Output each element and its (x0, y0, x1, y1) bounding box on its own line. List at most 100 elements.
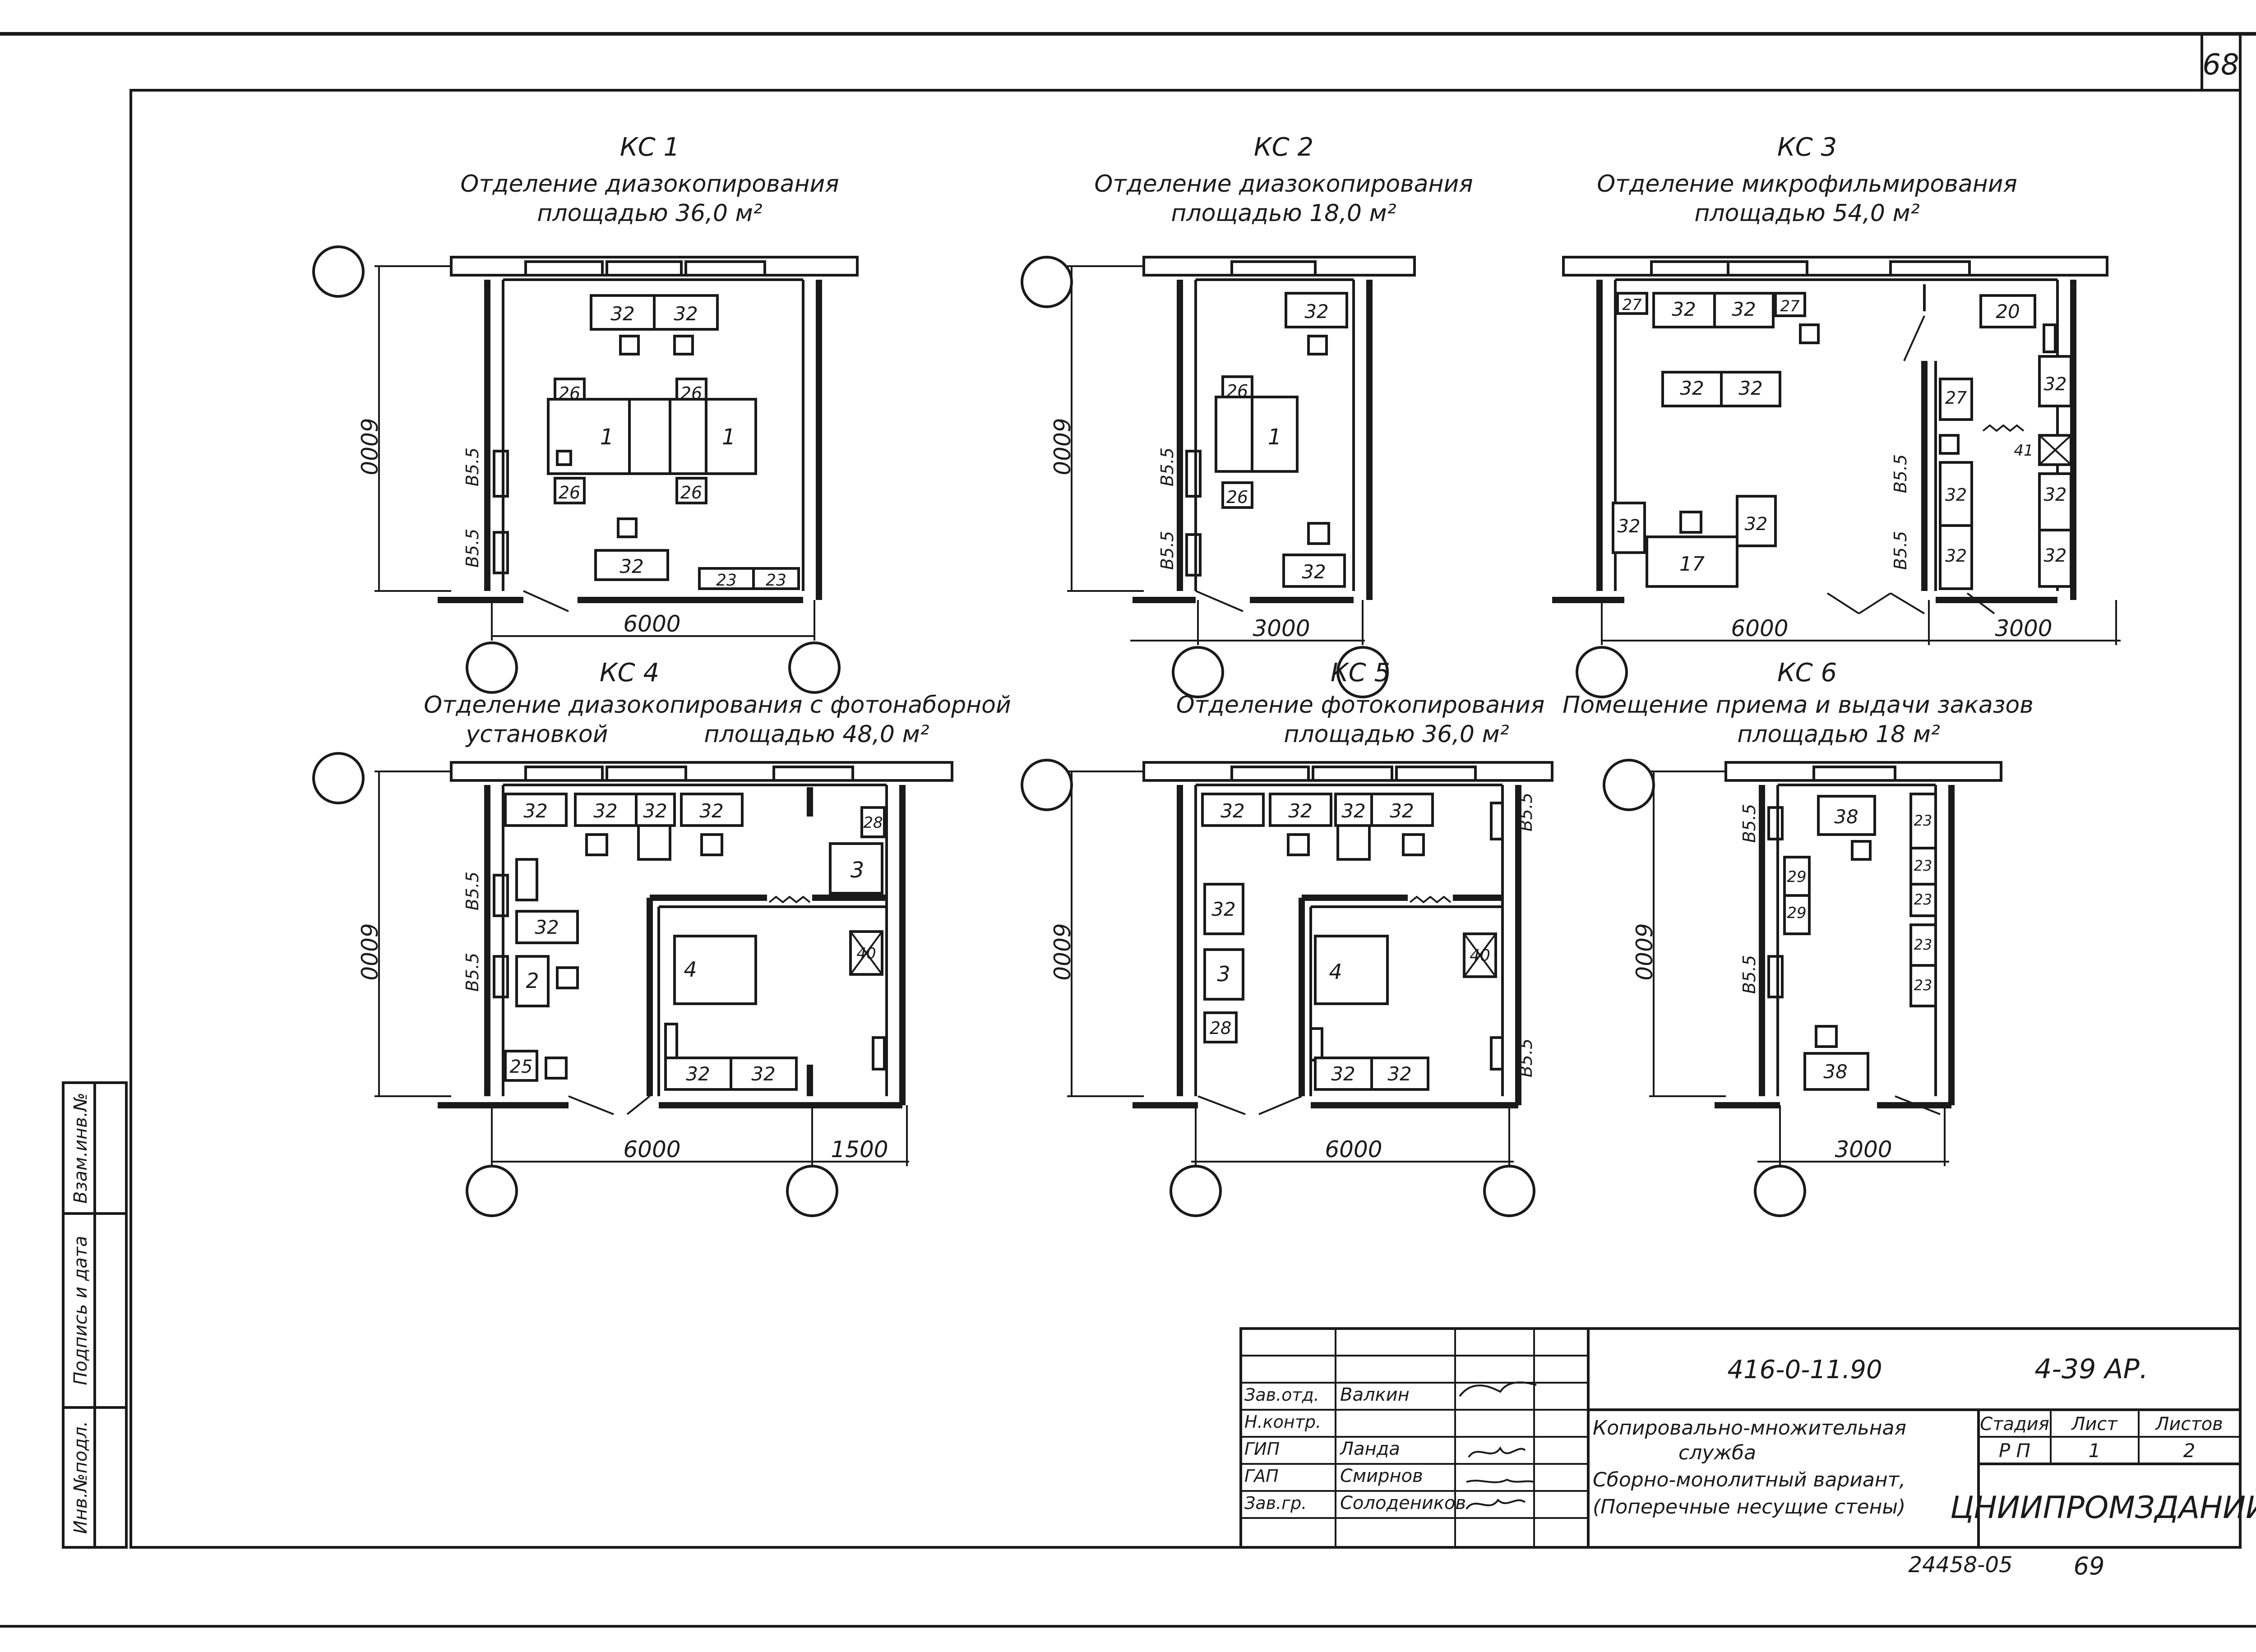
equip-label: 32 (1302, 561, 1326, 583)
plan-code: КС 6 (1777, 658, 1837, 688)
plan-kc1: КС 1 Отделение диазокопирования площадью… (312, 133, 859, 694)
equip-label: 32 (593, 800, 617, 822)
equip-label: 32 (1288, 800, 1312, 822)
room-walls (1715, 761, 2002, 1115)
signatures (1459, 1381, 1537, 1510)
equip-label: 32 (686, 1063, 710, 1085)
equip-label: 29 (1787, 868, 1806, 886)
equip-label: 28 (863, 814, 883, 832)
axis-marker (312, 752, 365, 804)
axis-marker (1172, 646, 1224, 698)
equip-label: 32 (1341, 800, 1365, 822)
dimension-lines (374, 771, 909, 1166)
wall-mark: В5.5 (1516, 793, 1536, 832)
plan-title: Отделение фотокопирования (1176, 692, 1545, 719)
plan-code: КС 4 (600, 658, 659, 688)
sheet-header: Лист (2071, 1414, 2118, 1435)
sheets-header: Листов (2154, 1414, 2223, 1435)
side-stamp (62, 1081, 128, 1549)
equip-label: 20 (1996, 300, 2020, 323)
axis-marker (786, 1165, 838, 1217)
archive-number: 24458-05 (1908, 1552, 2012, 1578)
role-label: ГИП (1244, 1439, 1280, 1459)
equip-label: 32 (1387, 1063, 1411, 1085)
equip-label: 4 (1329, 960, 1342, 984)
equip-label: 28 (1210, 1018, 1231, 1038)
axis-marker (466, 1165, 518, 1217)
equip-label: 26 (680, 483, 702, 503)
equip-label: 32 (1672, 298, 1696, 320)
wall-mark: В5.5 (1157, 448, 1177, 487)
equip-label: 32 (1618, 516, 1641, 537)
equip-label: 32 (2044, 545, 2067, 566)
equip-label: 29 (1787, 904, 1806, 922)
equip-label: 32 (535, 916, 559, 938)
role-name: Смирнов (1340, 1466, 1423, 1486)
plan-area: площадью 54,0 м² (1694, 200, 1919, 227)
wall-mark: В5.5 (1739, 804, 1759, 843)
equip-label: 32 (523, 800, 547, 822)
plan-code: КС 3 (1777, 133, 1837, 162)
dim-height: 6000 (1048, 923, 1074, 980)
equip-label: 38 (1834, 806, 1858, 828)
equip-label: 26 (1226, 487, 1248, 507)
dim-width: 6000 (623, 611, 680, 637)
description-line: Сборно-монолитный вариант, (1593, 1468, 1905, 1491)
equip-label: 32 (1945, 546, 1967, 566)
equip-label: 32 (1680, 377, 1704, 399)
equipment (1612, 292, 2072, 590)
sheet-frame (0, 32, 2256, 1628)
description-line: (Поперечные несущие стены) (1593, 1495, 1905, 1518)
wall-mark: В5.5 (462, 872, 482, 911)
equip-label: 32 (1220, 800, 1244, 822)
role-name: Валкин (1340, 1384, 1410, 1405)
plan-title: Отделение диазокопирования (460, 171, 839, 198)
equip-label: 23 (766, 571, 786, 590)
plan-kc6: КС 6 Помещение приема и выдачи заказов п… (1563, 658, 2034, 1217)
sheet-value: 1 (2089, 1440, 2101, 1462)
equip-label: 32 (1732, 298, 1756, 320)
equip-label: 3 (1217, 962, 1230, 986)
equip-label: 40 (856, 945, 876, 963)
plan-kc3: КС 3 Отделение микрофильмирования площад… (1552, 133, 2121, 698)
equipment (1783, 793, 1937, 1091)
plan-code: КС 1 (620, 133, 680, 162)
equip-label: 32 (1738, 377, 1762, 399)
plan-code: КС 5 (1331, 658, 1390, 688)
dimension-lines (1067, 771, 1514, 1166)
stage-value: Р П (1999, 1440, 2030, 1462)
dimension-lines (1067, 265, 1365, 645)
plan-title: Отделение диазокопирования (1094, 171, 1473, 198)
plan-area: площадью 48,0 м² (704, 721, 929, 748)
equip-label: 32 (1745, 514, 1768, 535)
dimension-lines (1649, 771, 1949, 1166)
dim-width: 1500 (831, 1136, 888, 1163)
equip-label: 23 (1914, 936, 1932, 953)
dim-width: 3000 (1253, 615, 1310, 641)
dim-height: 6000 (1048, 418, 1074, 475)
plan-area: площадью 36,0 м² (1284, 721, 1509, 748)
equip-label: 3 (851, 858, 864, 883)
organization: ЦНИИПРОМЗДАНИЙ (1950, 1490, 2256, 1526)
plan-code: КС 2 (1254, 133, 1313, 162)
equip-label: 38 (1823, 1061, 1847, 1083)
plan-title: Отделение диазокопирования с фотонаборно… (424, 692, 1011, 719)
axis-marker (788, 641, 841, 694)
room-walls (1133, 256, 1416, 612)
plan-title-2: установкой (465, 721, 608, 748)
doc-code: 416-0-11.90 (1727, 1355, 1882, 1384)
plan-title: Отделение микрофильмирования (1597, 171, 2017, 198)
equip-label: 23 (1914, 891, 1932, 908)
equip-label: 27 (1780, 297, 1800, 315)
wall-mark: В5.5 (1739, 955, 1759, 994)
equip-label: 2 (526, 969, 539, 993)
stamp-replace-inv: Взам.инв.№ (70, 1093, 91, 1204)
equip-label: 32 (1390, 800, 1414, 822)
axis-marker (1754, 1165, 1806, 1217)
equip-label: 32 (619, 555, 643, 577)
axis-marker (1483, 1165, 1535, 1217)
sheets-value: 2 (2183, 1440, 2196, 1462)
equip-label: 23 (1914, 857, 1932, 874)
equip-label: 26 (559, 383, 580, 403)
archive-page: 69 (2074, 1552, 2105, 1580)
